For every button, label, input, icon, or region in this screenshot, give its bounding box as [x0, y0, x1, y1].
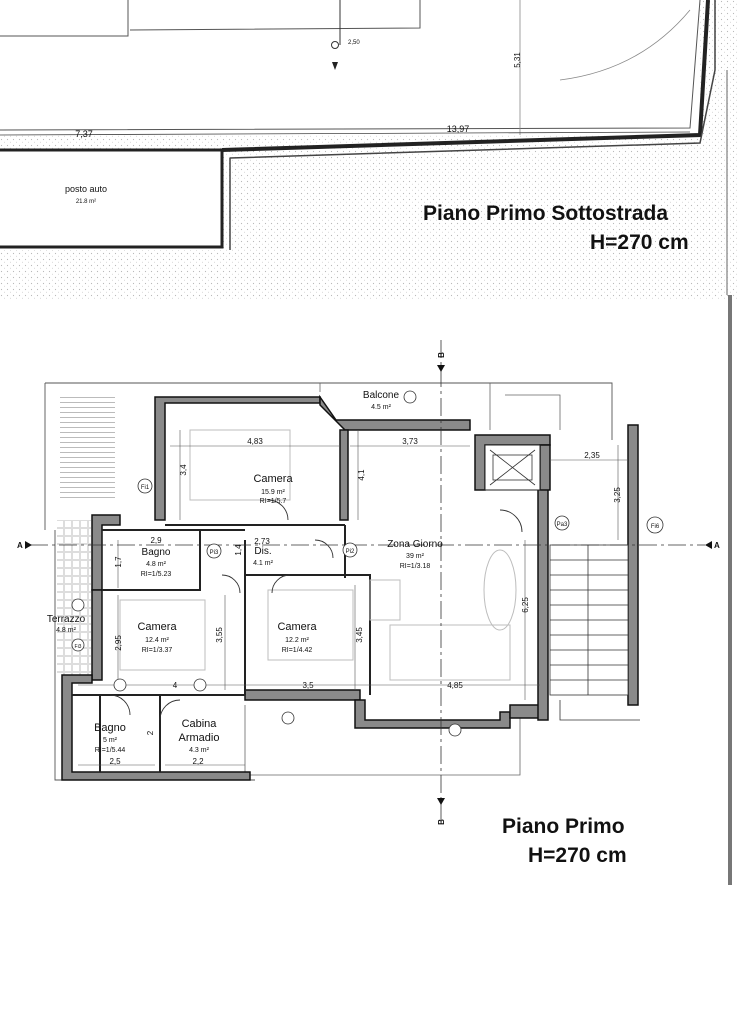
dim-label: 3,5 [302, 681, 314, 690]
room-name-cabina-line2: Armadio [179, 732, 220, 744]
room-name-bagno-upper: Bagno [142, 547, 171, 558]
room-ri-camera-left: RI=1/3.37 [142, 647, 173, 654]
dim-label: 2,73 [254, 537, 270, 546]
dim-label: 2,9 [150, 536, 162, 545]
room-ri-zona-giorno: RI=1/3.18 [400, 563, 431, 570]
room-ri-bagno-upper: RI=1/5.23 [141, 571, 172, 578]
dim-label: 4 [173, 681, 178, 690]
tag-pi2: Pi2 [346, 549, 355, 555]
room-area-camera-left: 12.4 m² [145, 637, 169, 644]
parking-area: 21.8 m² [76, 199, 96, 205]
dim-label: 2,35 [584, 451, 600, 460]
section-marker-b-top: B [437, 352, 446, 358]
room-name-camera-left: Camera [137, 621, 177, 633]
room-name-balcone: Balcone [363, 390, 400, 401]
lower-plan: A A B B Fi1 Pi3 [17, 340, 720, 825]
dim-label: 3,4 [179, 464, 188, 476]
tag-fi3: Fi3 [75, 644, 82, 650]
dimension-labels: 4,83 3,73 2,35 3,25 3,4 4,1 2,9 2,73 1,7… [109, 437, 622, 766]
room-area-camera-mid: 12.2 m² [285, 637, 309, 644]
dimension-lines [78, 430, 628, 766]
dim-label: 13,97 [447, 124, 470, 134]
room-area-balcone: 4.5 m² [371, 404, 392, 411]
room-area-camera-top: 15.9 m² [261, 489, 285, 496]
exterior-walls [61, 394, 639, 781]
room-area-bagno-upper: 4.8 m² [146, 561, 167, 568]
room-area-dis: 4.1 m² [253, 560, 274, 567]
dim-label: 1,4 [234, 544, 243, 556]
dim-label: 3,55 [215, 627, 224, 643]
room-name-terrazzo: Terrazzo [47, 614, 86, 625]
room-area-zona-giorno: 39 m² [406, 553, 425, 560]
lower-floor-height: H=270 cm [528, 844, 627, 867]
room-name-dis: Dis. [254, 546, 271, 557]
dim-label: 6,25 [521, 597, 530, 613]
room-name-bagno-lower: Bagno [94, 722, 126, 734]
tag-pi3: Pi3 [210, 550, 219, 556]
furniture [119, 429, 517, 681]
dim-label: 4,85 [447, 681, 463, 690]
building-wall [221, 0, 710, 152]
dim-label: 4,1 [357, 469, 366, 481]
tag-fi6: Fi6 [651, 524, 660, 530]
dim-label: 5,31 [513, 52, 522, 68]
dim-label: 2,95 [114, 635, 123, 651]
window-tags: Fi1 Pi3 Pi2 Fi6 Pa3 Fi3 [71, 390, 664, 737]
room-ri-camera-mid: RI=1/4.42 [282, 647, 313, 654]
dim-label: 4,83 [247, 437, 263, 446]
dim-label: 1,7 [114, 556, 123, 568]
room-area-terrazzo: 4.8 m² [56, 627, 77, 634]
room-area-bagno-lower: 5 m² [103, 737, 118, 744]
lower-floor-title: Piano Primo [502, 815, 625, 838]
room-ri-bagno-lower: RI=1/5.44 [95, 747, 126, 754]
terrace-tiles [57, 520, 91, 675]
section-marker-a-right: A [714, 541, 720, 550]
parking-label: posto auto [65, 184, 107, 194]
room-name-camera-top: Camera [253, 473, 293, 485]
room-name-cabina-line1: Cabina [182, 718, 218, 730]
section-marker-b-bottom: B [437, 819, 446, 825]
upper-floor-title: Piano Primo Sottostrada [423, 202, 669, 225]
dim-label: 3,45 [355, 627, 364, 643]
room-name-camera-mid: Camera [277, 621, 317, 633]
dim-label: 2,5 [109, 757, 121, 766]
dim-label: 7,37 [75, 129, 93, 139]
dim-label: 2,2 [192, 757, 204, 766]
room-name-zona-giorno: Zona Giorno [387, 539, 443, 550]
room-labels: Balcone 4.5 m² Camera 15.9 m² RI=1/5.7 B… [47, 390, 443, 754]
dim-label: 2 [146, 730, 155, 735]
tag-fi1: Fi1 [141, 485, 150, 491]
upper-floor-height: H=270 cm [590, 231, 689, 254]
dim-label: 3,73 [402, 437, 418, 446]
dim-label: 2,50 [348, 40, 360, 46]
section-marker-a-left: A [17, 541, 23, 550]
room-ri-camera-top: RI=1/5.7 [260, 498, 287, 505]
tag-pa3: Pa3 [557, 522, 568, 528]
room-area-cabina: 4.3 m² [189, 747, 210, 754]
dim-label: 3,25 [613, 487, 622, 503]
upper-plan: 7,37 13,97 5,31 2,50 posto auto 21.8 m² [0, 0, 738, 300]
parking-wall [0, 148, 224, 249]
staircase [549, 544, 640, 721]
stair-hatch [60, 395, 115, 500]
